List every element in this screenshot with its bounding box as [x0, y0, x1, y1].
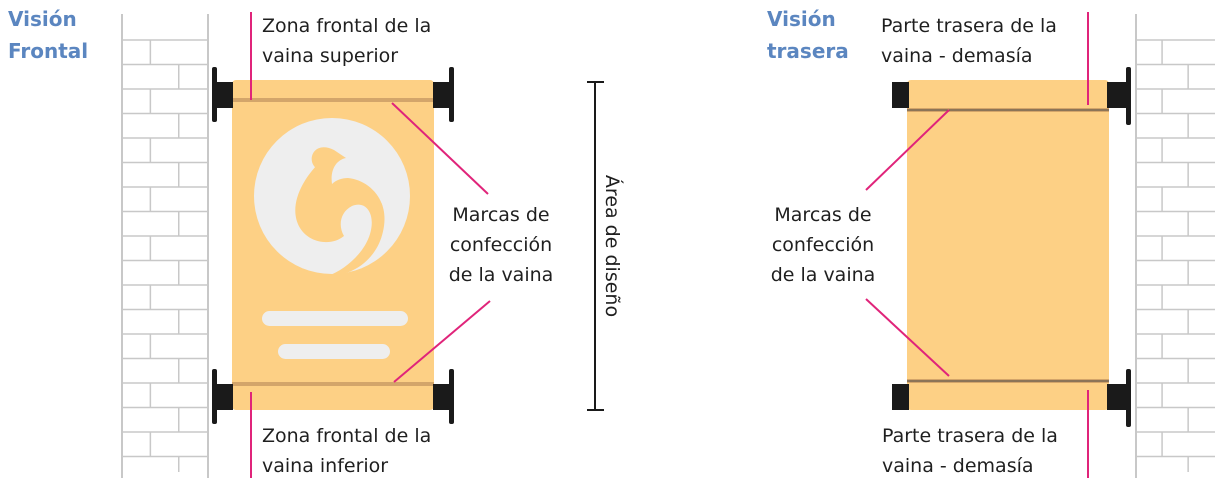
front-text-line-2 — [278, 344, 390, 359]
back-brackets — [892, 67, 1131, 427]
design-area-bar — [587, 81, 604, 411]
front-bottom-sleeve-label: Zona frontal de la vaina inferior — [262, 425, 432, 477]
front-top-sleeve-label: Zona frontal de la vaina superior — [262, 15, 432, 67]
back-marks-label: Marcas de confección de la vaina — [770, 204, 876, 286]
leader-lines — [250, 12, 1089, 478]
front-logo-swirl-icon — [295, 147, 385, 276]
back-banner — [907, 80, 1109, 410]
back-top-sleeve-label: Parte trasera de la vaina - demasía — [881, 15, 1057, 67]
front-wall — [121, 14, 209, 478]
back-view-title: Visión trasera — [767, 7, 849, 63]
front-marks-label: Marcas de confección de la vaina — [448, 204, 554, 286]
front-bottom-seam — [232, 382, 434, 386]
back-bottom-sleeve-label: Parte trasera de la vaina - demasía — [882, 425, 1058, 477]
back-wall — [1135, 14, 1215, 478]
front-banner — [232, 80, 434, 410]
front-view-title: Visión Frontal — [8, 7, 89, 63]
front-brackets — [212, 67, 454, 424]
design-area-label: Área de diseño — [601, 174, 623, 318]
back-banner-body — [907, 80, 1109, 410]
front-text-line-1 — [262, 311, 408, 326]
front-top-seam — [232, 98, 434, 102]
